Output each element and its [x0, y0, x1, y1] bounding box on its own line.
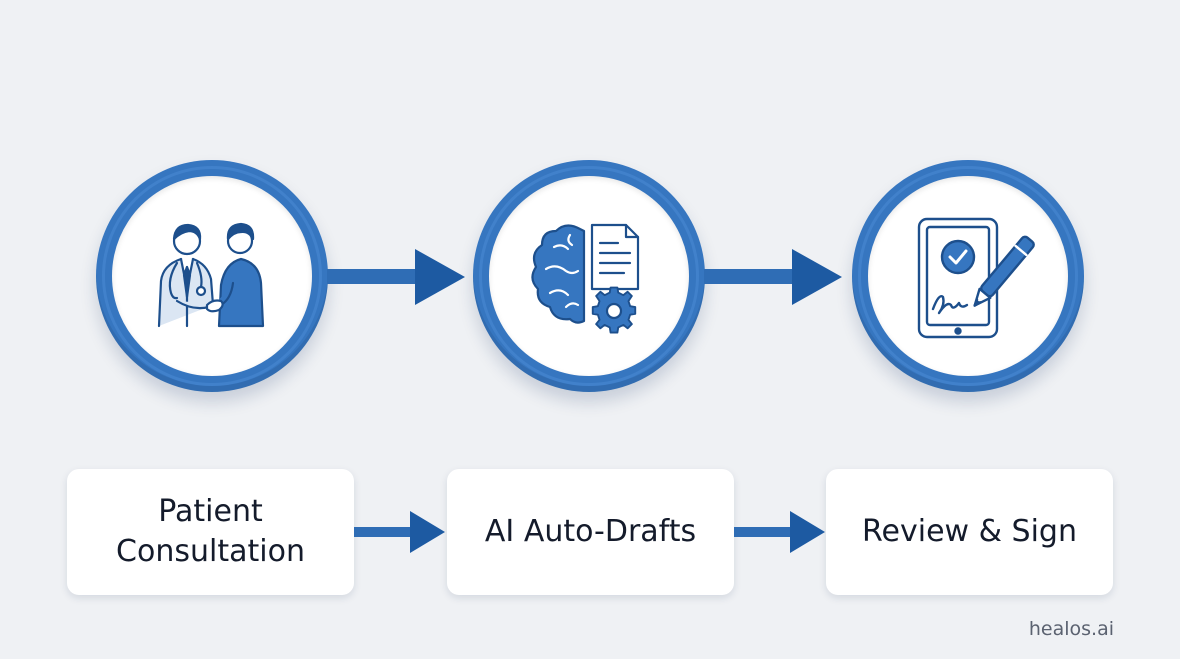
arrow-right-icon: [734, 511, 825, 553]
doctor-patient-handshake-icon: [157, 222, 265, 328]
step-3-circle: [852, 160, 1084, 392]
step-1-card: Patient Consultation: [67, 469, 354, 595]
arrow-circle-1-to-2: [327, 245, 467, 309]
brand-watermark: healos.ai: [1028, 618, 1114, 640]
step-3-card: Review & Sign: [826, 469, 1113, 595]
arrow-circle-2-to-3: [704, 245, 844, 309]
arrow-right-icon: [327, 249, 465, 305]
step-2-label: AI Auto-Drafts: [484, 514, 697, 549]
arrow-card-1-to-2: [354, 509, 446, 555]
step-3-label: Review & Sign: [862, 514, 1077, 549]
step-1-label: Patient Consultation: [116, 494, 305, 569]
brain-document-gear-icon: [531, 223, 640, 334]
step-2-card: AI Auto-Drafts: [447, 469, 734, 595]
arrow-right-icon: [354, 511, 445, 553]
step-1-circle: [96, 160, 328, 392]
step-1-icon-container: [112, 176, 312, 376]
arrow-right-icon: [704, 249, 842, 305]
step-2-icon-container: [489, 176, 689, 376]
arrow-card-2-to-3: [734, 509, 826, 555]
step-2-circle: [473, 160, 705, 392]
step-3-icon-container: [868, 176, 1068, 376]
tablet-signature-icon: [917, 217, 1035, 339]
